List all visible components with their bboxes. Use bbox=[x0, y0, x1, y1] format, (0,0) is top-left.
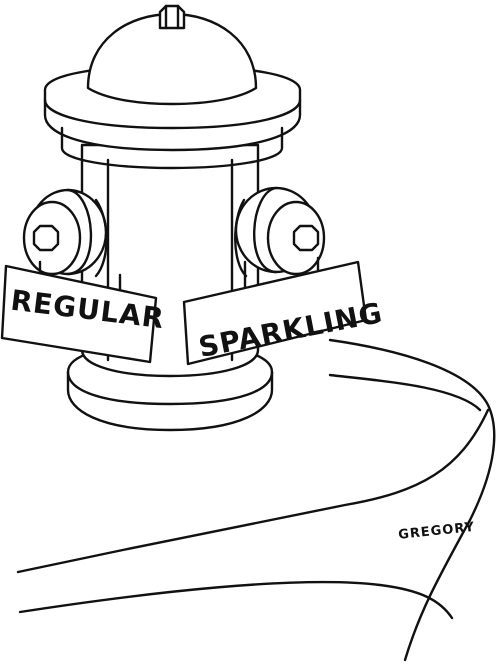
hydrant-dome bbox=[86, 4, 258, 106]
left-nozzle bbox=[22, 188, 108, 278]
artist-signature: GREGORY bbox=[398, 520, 476, 543]
left-nozzle-nut bbox=[32, 224, 60, 252]
right-nozzle-nut bbox=[292, 224, 320, 252]
top-nut bbox=[158, 4, 186, 30]
right-nozzle bbox=[234, 186, 326, 278]
sign-regular: REGULAR bbox=[0, 260, 166, 364]
curb bbox=[16, 338, 496, 662]
